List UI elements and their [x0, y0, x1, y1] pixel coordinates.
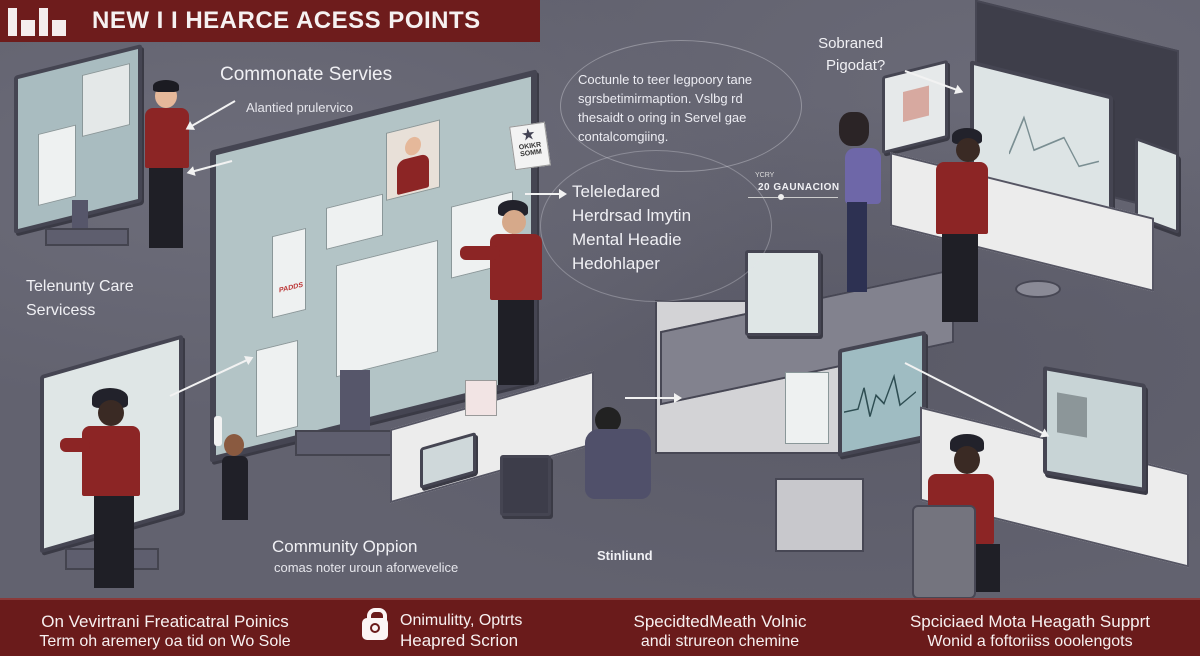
footer-bar: On Vevirtrani Freaticatral Poinics Term …: [0, 598, 1200, 656]
teleledared-label: Teleledared Herdrsad lmytin Mental Headi…: [572, 182, 692, 273]
right-large-monitor: [970, 60, 1113, 214]
woman-standing-at-monitor: [825, 110, 895, 300]
community-opption-subtitle: comas noter uroun aforwevelice: [274, 560, 459, 575]
gauge-label: YCRY: [755, 172, 775, 179]
staff-person-touching-screen: [460, 200, 550, 390]
child-figure: [212, 416, 256, 525]
printer: [775, 478, 864, 552]
stinliund-label: Stinliund: [597, 548, 653, 563]
footer-item-1: On Vevirtrani Freaticatral Poinics Term …: [39, 612, 291, 650]
stool: [1015, 280, 1061, 298]
ecg-waveform-icon: [844, 373, 916, 417]
gauge-value: 20 GAUNACION: [758, 182, 840, 193]
community-opption-title: Community Oppion: [272, 537, 418, 556]
commonate-services-subtitle: Alantied prulervico: [246, 100, 353, 115]
poster-card-1: PADDS: [272, 227, 306, 319]
screen-badge: PADDS: [279, 281, 303, 295]
counter-monitor: [745, 250, 821, 336]
footer-item-3: SpecidtedMeath Volnic andi strureon chem…: [633, 612, 807, 650]
arrow-from-teleledared: [525, 189, 567, 199]
left-kiosk-base: [45, 228, 129, 246]
arrow-counter: [625, 393, 682, 403]
telenunty-label: Telenunty Care Servicess: [26, 278, 134, 319]
left-kiosk-stand: [72, 200, 88, 230]
news-card: [256, 339, 298, 438]
article-card: [336, 239, 438, 378]
clipboard-stand: [785, 372, 829, 444]
profile-card: [82, 63, 130, 138]
footer-item-2: Onimulitty, Optrts Heapred Scrion: [400, 612, 523, 650]
desk-monitor-back: [500, 455, 551, 516]
arrow-to-person: [186, 100, 236, 130]
portrait-card: [386, 119, 440, 201]
staff-person-at-workstation: [930, 128, 1010, 328]
staff-person-standing: [143, 80, 193, 260]
gauge-slider: [748, 194, 838, 200]
page-title: NEW I I HEARCE ACESS POINTS: [92, 7, 481, 34]
staff-person-kiosk: [60, 388, 150, 598]
bar-chart-logo-icon: [8, 6, 66, 36]
small-sign: [465, 380, 497, 416]
seated-woman: [585, 405, 655, 515]
lock-icon: [362, 608, 388, 640]
main-monitor-stand: [340, 370, 370, 440]
illustration-scene: PADDS ★ OKIKR SOMM: [0, 0, 1200, 598]
office-chair: [912, 505, 976, 598]
info-paragraph: Coctunle to teer legpoory tane sgrsbetim…: [578, 72, 753, 144]
poster-sign: ★ OKIKR SOMM: [509, 121, 551, 171]
sobraned-label: Sobraned Pigodat?: [818, 35, 886, 74]
ecg-monitor: [838, 330, 926, 458]
document-card: [38, 124, 76, 206]
header-banner: NEW I I HEARCE ACESS POINTS: [0, 0, 540, 42]
commonate-services-title: Commonate Servies: [220, 64, 393, 85]
footer-item-4: Spciciaed Mota Heagath Supprt Wonid a fo…: [909, 612, 1151, 650]
form-card: [326, 193, 383, 250]
right-bottom-monitor: [1043, 365, 1146, 493]
teleledared-bubble-outline: [540, 150, 772, 302]
chart-line-icon: [1009, 115, 1099, 168]
